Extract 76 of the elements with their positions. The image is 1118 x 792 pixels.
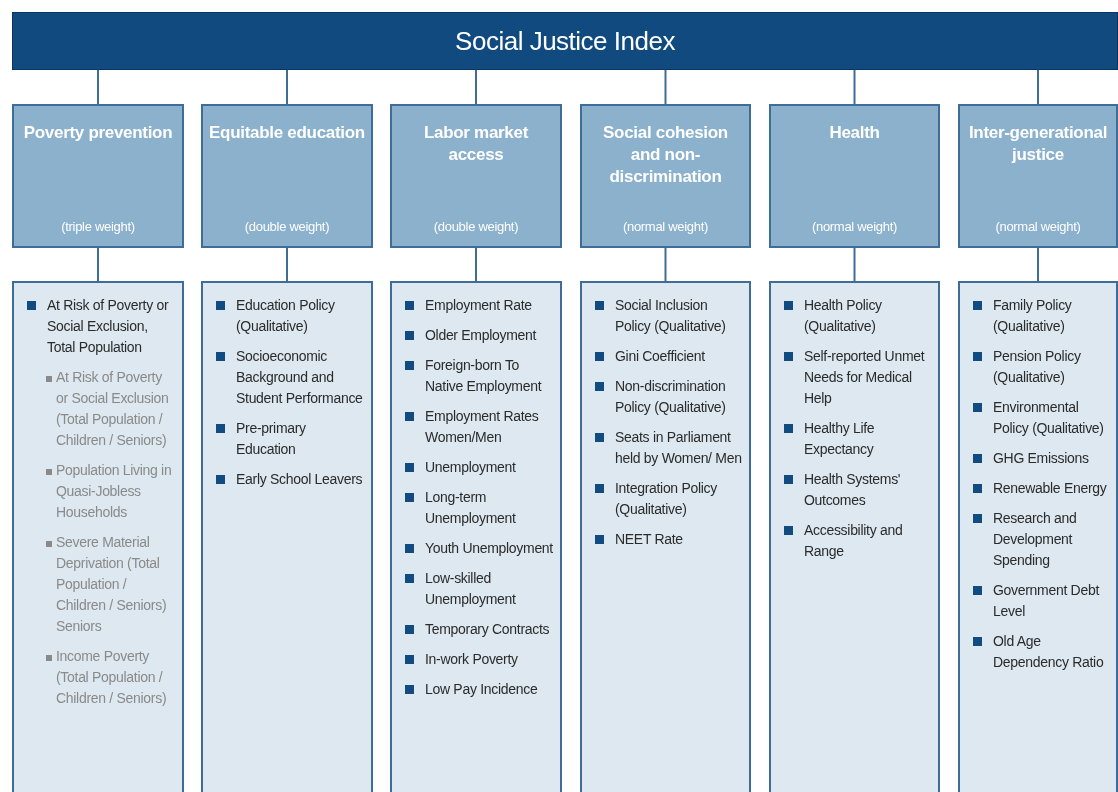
indicator-text: Youth Unemployment bbox=[425, 540, 553, 556]
indicator-text: Social Inclusion Policy (Qualitative) bbox=[615, 297, 726, 334]
indicator-text: Health Policy (Qualitative) bbox=[804, 297, 882, 334]
connector-line bbox=[1037, 69, 1039, 105]
connector-line bbox=[853, 247, 856, 282]
dimension-title: Social cohesion and non-discrimination bbox=[602, 122, 729, 188]
dimension-box bbox=[201, 104, 373, 248]
indicator-text: Education Policy (Qualitative) bbox=[236, 297, 335, 334]
weight-label: (double weight) bbox=[432, 219, 520, 234]
indicator-text: Early School Leavers bbox=[236, 471, 363, 487]
connector-line bbox=[97, 247, 99, 282]
indicator-text: Environmental Policy (Qualitative) bbox=[993, 399, 1104, 436]
indicator-text: Older Employment bbox=[425, 327, 537, 343]
indicator-text: At Risk of Poverty or Social Exclusion, Total Population bbox=[47, 297, 169, 355]
indicator-text: Low-skilled Unemployment bbox=[425, 570, 516, 607]
weight-label: (normal weight) bbox=[621, 219, 710, 234]
connector-line bbox=[664, 69, 667, 105]
indicator-text: Long-term Unemployment bbox=[425, 489, 516, 526]
dimension-box bbox=[769, 104, 940, 248]
indicator-list-box bbox=[12, 281, 184, 792]
weight-label: (normal weight) bbox=[994, 219, 1082, 234]
dimension-title: Poverty prevention bbox=[22, 122, 174, 144]
indicator-text: GHG Emissions bbox=[993, 450, 1089, 466]
sub-indicator-text: At Risk of Poverty or Social Exclusion (Total Population / Children / Seniors) bbox=[56, 369, 169, 448]
dimension-title: Health bbox=[828, 122, 881, 144]
indicator-text: Integration Policy (Qualitative) bbox=[615, 480, 717, 517]
indicator-text: Employment Rate bbox=[425, 297, 532, 313]
dimension-title: Labor market access bbox=[422, 122, 530, 166]
dimension-title: Equitable education bbox=[209, 122, 365, 144]
title-banner: Social Justice Index bbox=[12, 12, 1118, 70]
indicator-list-box bbox=[958, 281, 1118, 792]
indicator-text: Health Systems' Outcomes bbox=[804, 471, 901, 508]
dimension-box bbox=[390, 104, 562, 248]
dimension-box bbox=[580, 104, 751, 248]
indicator-text: Socioeconomic Background and Student Performance bbox=[236, 348, 363, 406]
indicator-text: Non-discrimination Policy (Qualitative) bbox=[615, 378, 726, 415]
weight-label: (triple weight) bbox=[60, 219, 136, 234]
indicator-text: Gini Coefficient bbox=[615, 348, 705, 364]
connector-line bbox=[664, 247, 667, 282]
connector-line bbox=[97, 69, 99, 105]
indicator-text: Old Age Dependency Ratio bbox=[993, 633, 1104, 670]
dimension-title: Inter-generational justice bbox=[967, 122, 1109, 166]
indicator-list-box bbox=[580, 281, 751, 792]
connector-line bbox=[1037, 247, 1039, 282]
indicator-text: Renewable Energy bbox=[993, 480, 1107, 496]
indicator-text: Pre-primary Education bbox=[236, 420, 306, 457]
indicator-list-box bbox=[390, 281, 562, 792]
indicator-text: In-work Poverty bbox=[425, 651, 518, 667]
indicator-text: Employment Rates Women/Men bbox=[425, 408, 539, 445]
connector-line bbox=[286, 69, 288, 105]
indicator-text: Temporary Contracts bbox=[425, 621, 550, 637]
connector-line bbox=[475, 69, 477, 105]
indicator-text: Pension Policy (Qualitative) bbox=[993, 348, 1081, 385]
weight-label: (normal weight) bbox=[810, 219, 899, 234]
indicator-text: Family Policy (Qualitative) bbox=[993, 297, 1072, 334]
indicator-text: NEET Rate bbox=[615, 531, 683, 547]
indicator-list-box bbox=[201, 281, 373, 792]
indicator-text: Accessibility and Range bbox=[804, 522, 903, 559]
connector-line bbox=[853, 69, 856, 105]
indicator-text: Research and Development Spending bbox=[993, 510, 1077, 568]
weight-label: (double weight) bbox=[243, 219, 331, 234]
indicator-text: Foreign-born To Native Employment bbox=[425, 357, 542, 394]
indicator-text: Government Debt Level bbox=[993, 582, 1099, 619]
sub-indicator-text: Income Poverty (Total Population / Children / Seniors) bbox=[56, 648, 167, 706]
connector-line bbox=[286, 247, 288, 282]
indicator-text: Healthy Life Expectancy bbox=[804, 420, 875, 457]
indicator-text: Low Pay Incidence bbox=[425, 681, 538, 697]
indicator-text: Seats in Parliament held by Women/ Men bbox=[615, 429, 742, 466]
dimension-box bbox=[12, 104, 184, 248]
sub-indicator-text: Population Living in Quasi-Jobless Households bbox=[56, 462, 172, 520]
dimension-box bbox=[958, 104, 1118, 248]
connector-line bbox=[475, 247, 477, 282]
indicator-text: Self-reported Unmet Needs for Medical Help bbox=[804, 348, 925, 406]
indicator-text: Unemployment bbox=[425, 459, 516, 475]
indicator-list-box bbox=[769, 281, 940, 792]
sub-indicator-text: Severe Material Deprivation (Total Population / Children / Seniors) Seniors bbox=[56, 534, 167, 634]
